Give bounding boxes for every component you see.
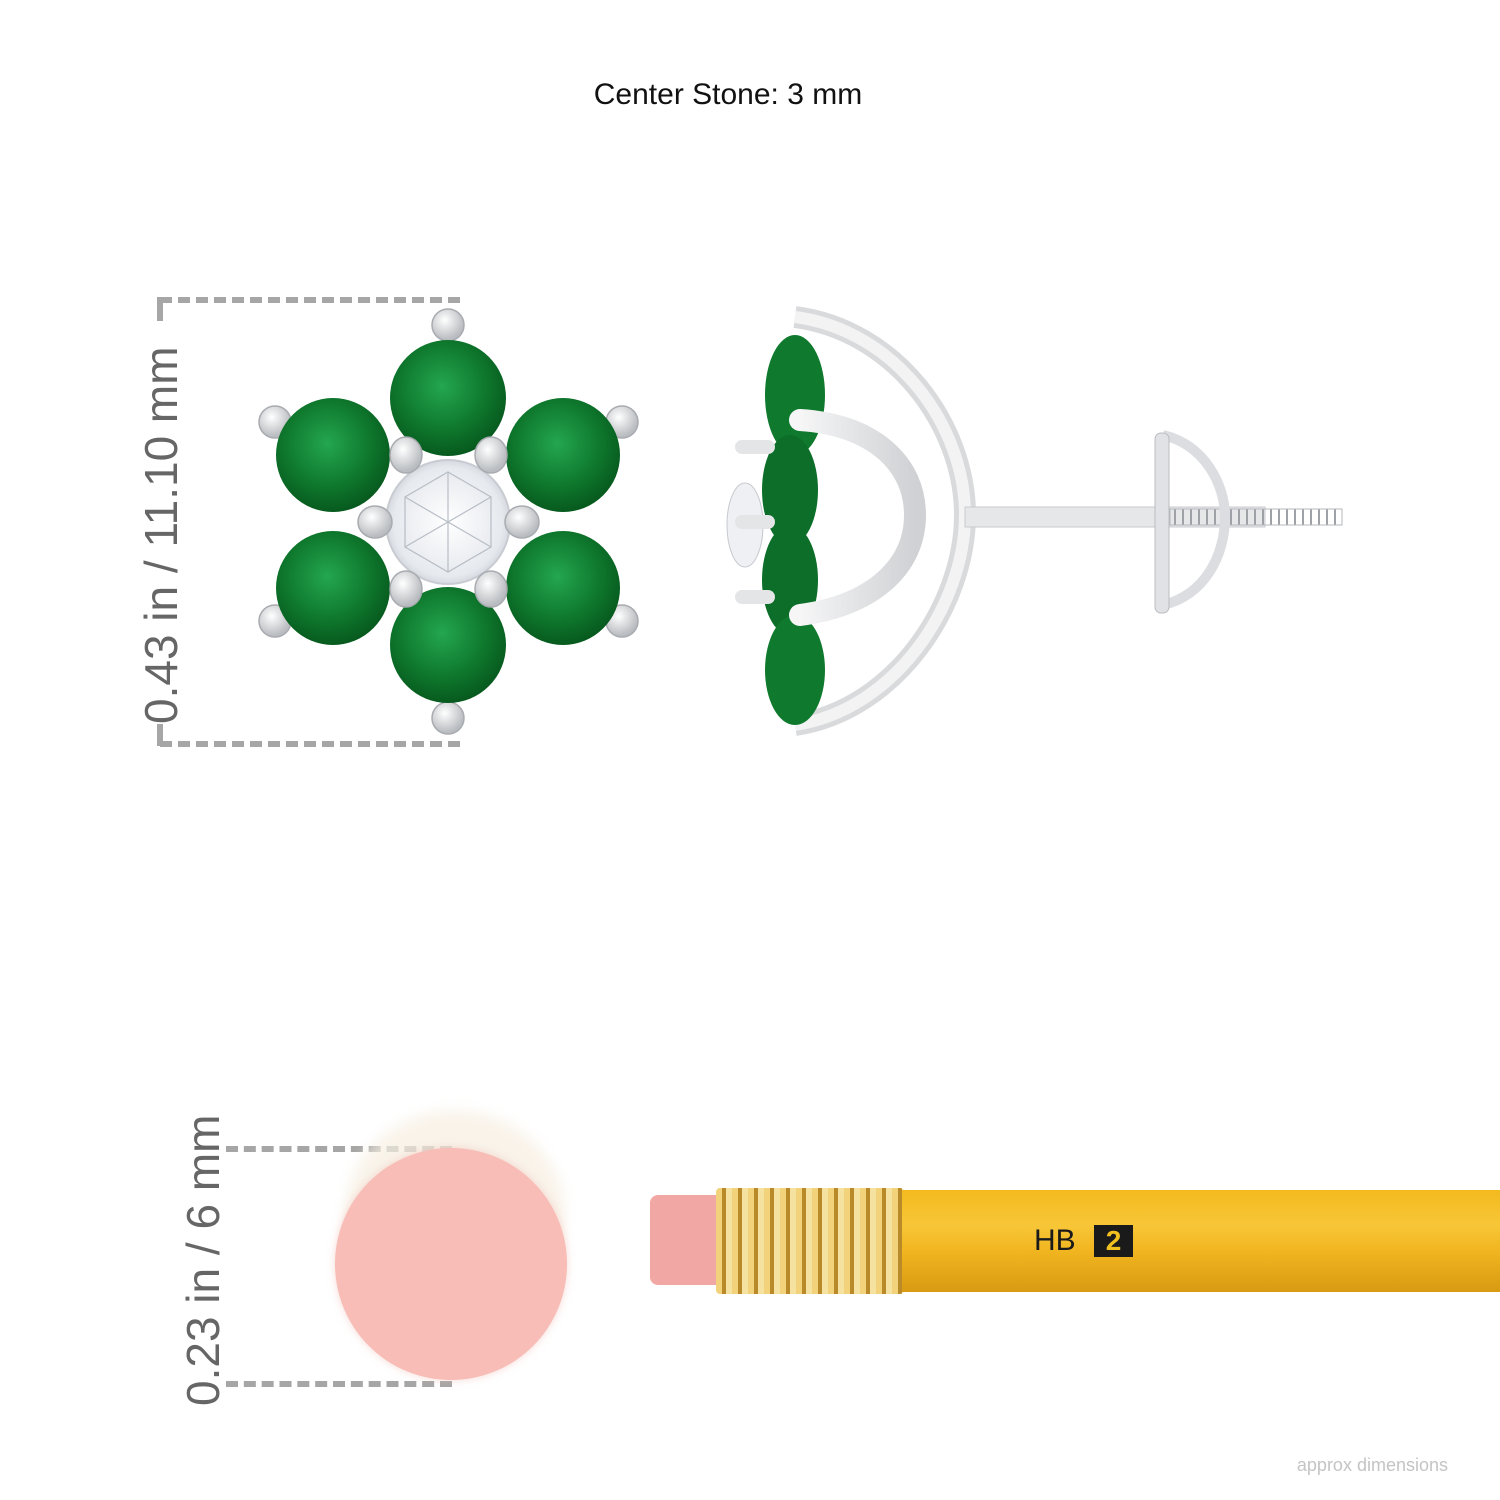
eraser-dimension-label: 0.23 in / 6 mm — [177, 1114, 229, 1406]
dimension-line-top — [160, 297, 460, 303]
pencil-number: 2 — [1093, 1225, 1134, 1257]
pencil-eraser — [650, 1195, 720, 1285]
pencil-label: HB 2 — [1034, 1224, 1134, 1258]
earring-dimension-label: 0.43 in / 11.10 mm — [135, 346, 187, 724]
earring-front-view — [258, 308, 639, 735]
dimension-line-bottom — [160, 741, 460, 747]
pencil-grade: HB — [1034, 1224, 1076, 1257]
eraser-dimension-line-bottom — [226, 1381, 452, 1387]
pencil-ferrule — [716, 1188, 904, 1294]
dimension-tick-top — [157, 297, 163, 321]
earring-side-view — [726, 306, 1343, 736]
eraser-dimension-line-top — [226, 1146, 452, 1152]
approx-dimensions-note: approx dimensions — [1296, 1455, 1448, 1475]
eraser-top-view — [335, 1148, 567, 1380]
pencil-body — [902, 1190, 1500, 1292]
center-stone-title: Center Stone: 3 mm — [593, 78, 863, 111]
dimension-tick-bottom — [157, 724, 163, 746]
